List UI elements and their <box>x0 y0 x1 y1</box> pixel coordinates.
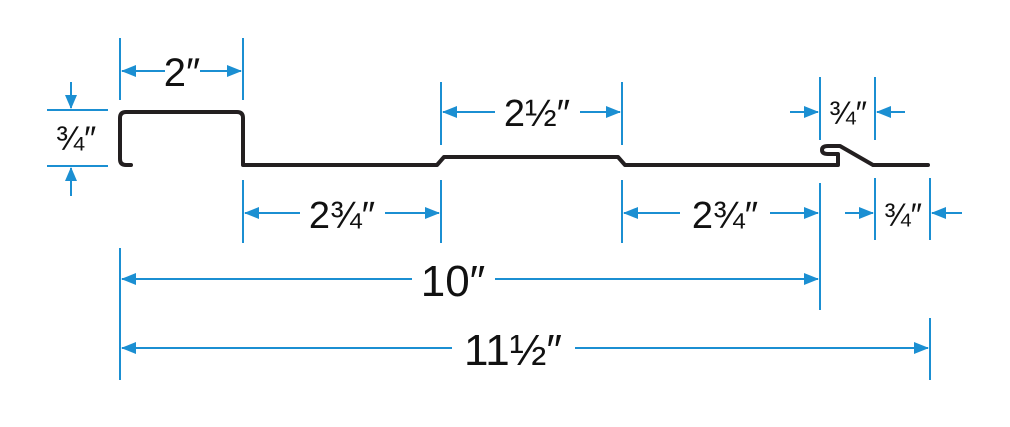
label-overall: 11½″ <box>464 326 562 375</box>
label-right-gap: 2¾″ <box>692 195 758 237</box>
label-right-lip-width: ¾″ <box>829 95 867 131</box>
arrowheads <box>65 65 946 354</box>
label-coverage: 10″ <box>421 257 486 306</box>
label-right-end: ¾″ <box>884 197 922 233</box>
label-left-height: ¾″ <box>56 120 96 158</box>
label-top-left-width: 2″ <box>164 51 200 95</box>
panel-profile <box>118 110 930 167</box>
extension-lines <box>47 38 931 380</box>
label-left-gap: 2¾″ <box>309 195 375 237</box>
label-center-width: 2½″ <box>504 93 570 135</box>
